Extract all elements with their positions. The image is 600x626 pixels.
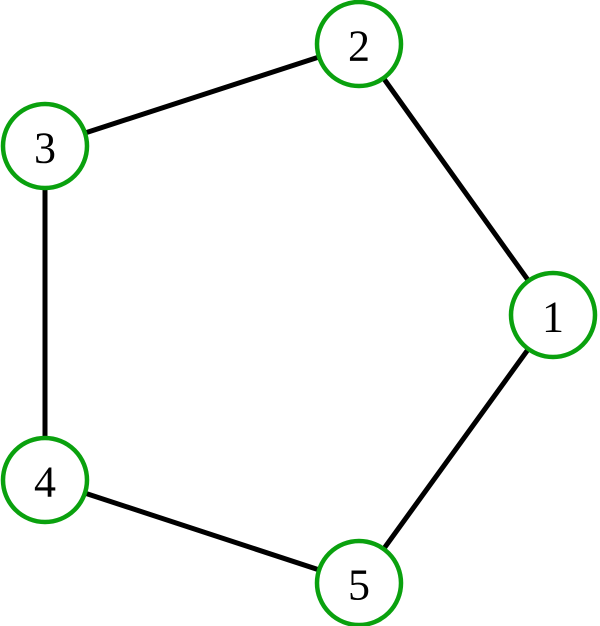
- graph-node-5: 5: [314, 538, 404, 626]
- graph-node-circle-2: [314, 0, 404, 89]
- graph-node-2: 2: [314, 0, 404, 89]
- graph-edge-2-3: [44, 41, 360, 149]
- graph-node-1: 1: [508, 270, 598, 360]
- graph-node-label-2: 2: [348, 21, 370, 70]
- graph-node-label-5: 5: [348, 560, 370, 609]
- graph-node-circle-3: [0, 101, 90, 191]
- graph-edge-4-5: [44, 477, 360, 586]
- graph-node-circle-4: [0, 435, 90, 525]
- graph-node-label-4: 4: [34, 457, 56, 506]
- graph-node-circle-1: [508, 270, 598, 360]
- graph-node-circle-5: [314, 538, 404, 626]
- graph-node-label-1: 1: [542, 292, 564, 341]
- graph-node-label-3: 3: [34, 123, 56, 172]
- graph-node-3: 3: [0, 101, 90, 191]
- graph-edge-5-1: [356, 313, 556, 585]
- graph-node-4: 4: [0, 435, 90, 525]
- graph-edge-1-2: [356, 42, 556, 317]
